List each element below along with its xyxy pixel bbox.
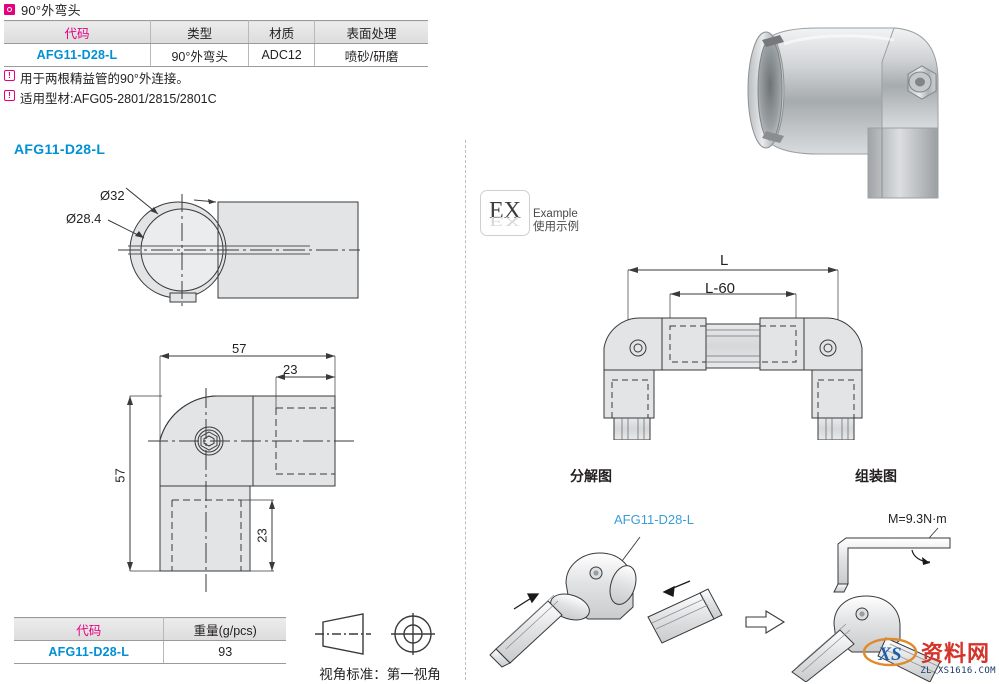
watermark-name: 资料网: [921, 642, 991, 667]
caption-exploded: 分解图: [570, 468, 612, 484]
list-item: ! 用于两根精益管的90°外连接。: [4, 68, 434, 86]
spec-col-finish: 表面处理: [313, 20, 428, 44]
dim-inner-diameter: Ø28.4: [66, 211, 102, 226]
page-title: 90°外弯头: [21, 2, 81, 18]
product-photo: [747, 27, 939, 199]
ex-reflection: EX: [489, 213, 521, 229]
arrow-right-icon: [745, 610, 786, 634]
example-label-en: Example: [533, 208, 578, 220]
exclamation-icon: !: [4, 70, 15, 81]
spec-table-header-row: 代码 类型 材质 表面处理: [4, 20, 428, 44]
dim-outer-diameter: Ø32: [100, 188, 125, 203]
exploded-view-illustration: [489, 536, 723, 668]
spec-table: 代码 类型 材质 表面处理 AFG11-D28-L 90°外弯头 ADC12 喷…: [4, 20, 428, 67]
ex-box: EX EX: [480, 190, 530, 236]
weight-col-code: 代码: [14, 617, 165, 641]
ex-label: EX: [489, 198, 521, 224]
weight-cell-weight: 93: [163, 640, 286, 664]
dim-overall-height: 57: [112, 468, 128, 483]
spec-cell-code: AFG11-D28-L: [4, 43, 151, 67]
projection-caption: 视角标准：第一视角: [319, 667, 441, 682]
weight-cell-code: AFG11-D28-L: [14, 640, 165, 664]
spec-cell-type: 90°外弯头: [149, 43, 250, 67]
xs-logo-text: XS: [877, 644, 901, 665]
spec-cell-material: ADC12: [248, 43, 315, 67]
spec-col-code: 代码: [4, 20, 151, 44]
example-caption: Example 使用示例: [533, 208, 579, 236]
exploded-part-label: AFG11-D28-L: [614, 512, 694, 527]
dim-inner-L60: L-60: [705, 280, 736, 297]
spec-cell-finish: 喷砂/研磨: [313, 43, 428, 67]
torque-label: M=9.3N·m: [888, 512, 947, 526]
weight-table-header-row: 代码 重量(g/pcs): [14, 617, 286, 641]
weight-table: 代码 重量(g/pcs) AFG11-D28-L 93: [14, 617, 286, 664]
note-text: 适用型材:AFG05-2801/2815/2801C: [20, 92, 217, 106]
example-label-cn: 使用示例: [533, 221, 579, 233]
dim-top-inset: 23: [283, 362, 298, 377]
weight-col-weight: 重量(g/pcs): [163, 617, 286, 641]
dim-overall-width: 57: [232, 341, 247, 356]
page-title-row: 90°外弯头: [4, 0, 81, 18]
projection-standard-block: 视角标准：第一视角: [300, 612, 460, 683]
list-item: ! 适用型材:AFG05-2801/2815/2801C: [4, 88, 434, 106]
note-text: 用于两根精益管的90°外连接。: [20, 72, 189, 86]
example-dimension-drawing: [603, 267, 863, 440]
exclamation-icon: !: [4, 90, 15, 101]
square-ring-icon: [4, 3, 15, 15]
xs-logo-icon: XS: [862, 637, 918, 667]
top-view-drawing: [107, 187, 360, 308]
notes-list: ! 用于两根精益管的90°外连接。 ! 适用型材:AFG05-2801/2815…: [4, 68, 434, 108]
table-row: AFG11-D28-L 93: [14, 640, 286, 664]
caption-assembly: 组装图: [855, 468, 897, 484]
watermark-url: ZL.XS1616.COM: [920, 666, 996, 676]
section-divider: [465, 140, 466, 680]
example-badge: EX EX Example 使用示例: [480, 190, 579, 236]
spec-col-material: 材质: [248, 20, 315, 44]
part-code-heading: AFG11-D28-L: [14, 141, 106, 157]
table-row: AFG11-D28-L 90°外弯头 ADC12 喷砂/研磨: [4, 43, 428, 67]
watermark: XS 资料网 ZL.XS1616.COM: [862, 636, 996, 682]
dim-bottom-inset: 23: [254, 528, 270, 543]
dim-overall-L: L: [720, 252, 729, 269]
spec-col-type: 类型: [149, 20, 250, 44]
first-angle-projection-icon: [315, 613, 435, 655]
front-view-drawing: [127, 353, 358, 592]
